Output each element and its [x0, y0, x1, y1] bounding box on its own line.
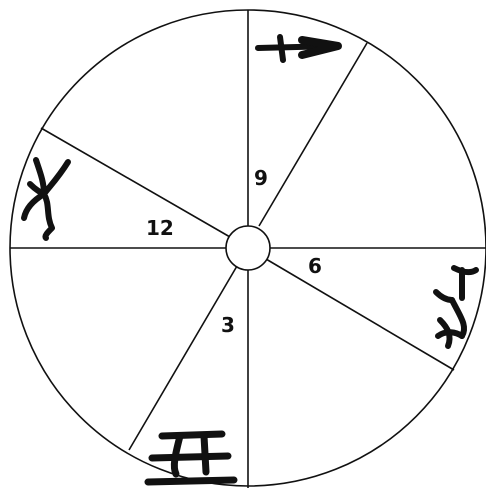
sector-label-12: 12 [146, 216, 174, 240]
sector-label-9: 9 [254, 166, 268, 190]
sector-label-6: 6 [308, 254, 322, 278]
center-hub [226, 226, 270, 270]
sector-label-3: 3 [221, 313, 235, 337]
